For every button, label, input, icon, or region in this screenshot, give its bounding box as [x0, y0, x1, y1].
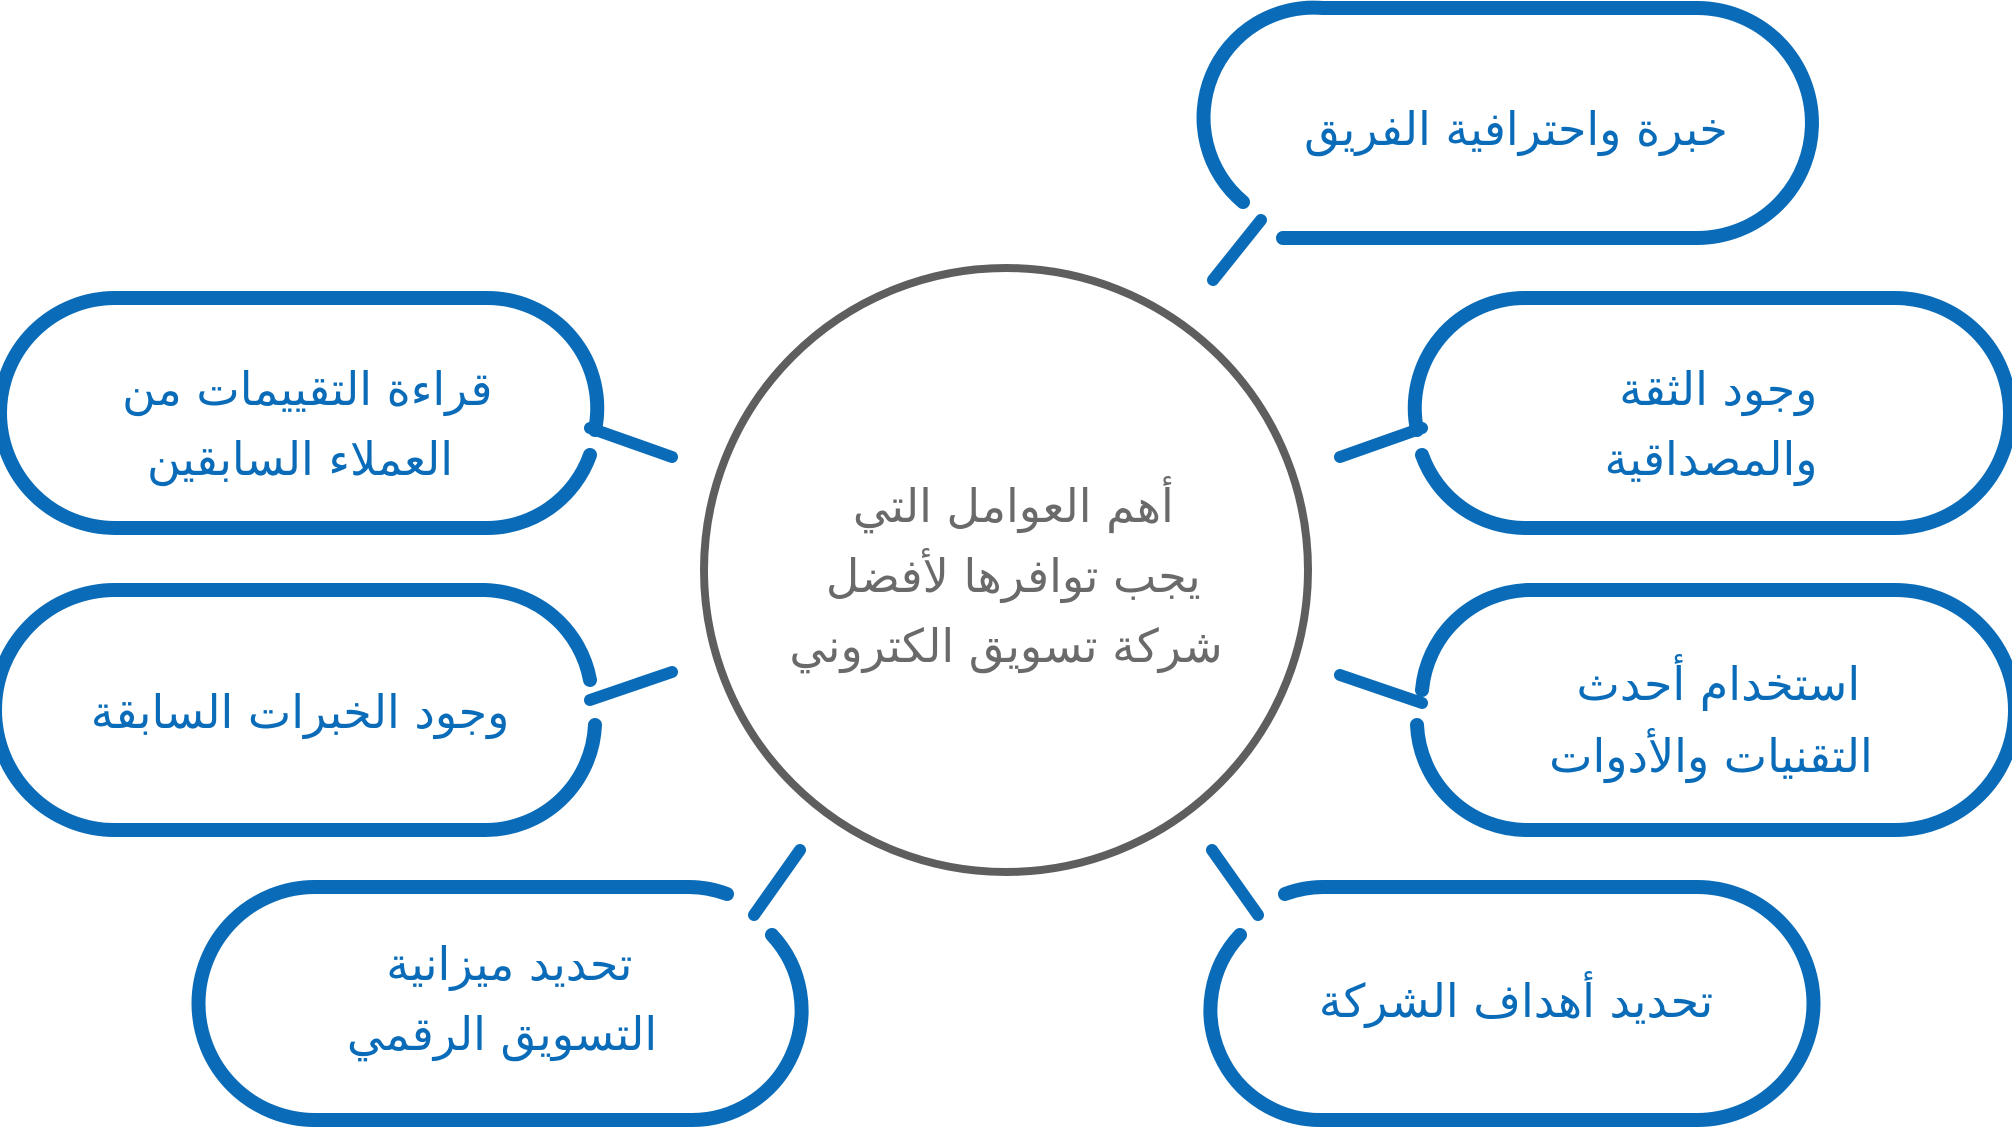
- center-title: أهم العوامل التي يجب توافرها لأفضل شركة …: [789, 476, 1222, 674]
- factor-trust-credibility: وجود الثقة والمصداقية: [1334, 290, 2012, 536]
- factor-team-expertise-label: خبرة واحترافية الفريق: [1304, 102, 1728, 157]
- factor-client-reviews: قراءة التقييمات من العملاء السابقين: [0, 290, 678, 536]
- factor-marketing-budget-bubble: [191, 880, 809, 1128]
- center-circle: [700, 264, 1312, 876]
- factor-previous-experience: وجود الخبرات السابقة: [0, 583, 678, 838]
- factor-company-goals-line-1: تحديد أهداف الشركة: [1319, 971, 1713, 1029]
- factor-trust-credibility-connector: [1334, 422, 1428, 463]
- factor-latest-tech-label: استخدام أحدث التقنيات والأدوات: [1549, 654, 1873, 784]
- factor-latest-tech-line-1: استخدام أحدث: [1577, 654, 1861, 711]
- center-title-line-3: شركة تسويق الكتروني: [789, 619, 1222, 674]
- factor-latest-tech-connector: [1334, 669, 1428, 709]
- factor-previous-experience-connector: [584, 666, 678, 706]
- factor-previous-experience-label: وجود الخبرات السابقة: [91, 685, 510, 740]
- factor-previous-experience-line-1: وجود الخبرات السابقة: [91, 685, 510, 740]
- factor-previous-experience-bubble: [0, 583, 602, 838]
- factor-latest-tech-line-2: التقنيات والأدوات: [1549, 727, 1873, 784]
- factor-marketing-budget-connector: [748, 844, 806, 921]
- factor-latest-tech-bubble: [1410, 583, 2012, 838]
- factor-latest-tech: استخدام أحدث التقنيات والأدوات: [1334, 583, 2012, 838]
- factor-client-reviews-line-2: العملاء السابقين: [147, 432, 453, 487]
- factor-client-reviews-connector: [584, 422, 678, 463]
- factor-team-expertise-bubble: [1196, 0, 1819, 245]
- factor-company-goals: تحديد أهداف الشركة: [1203, 844, 1821, 1128]
- factor-company-goals-label: تحديد أهداف الشركة: [1319, 971, 1713, 1029]
- factor-trust-credibility-line-1: وجود الثقة: [1619, 362, 1817, 417]
- factor-team-expertise-connector: [1207, 214, 1267, 286]
- factor-company-goals-bubble: [1203, 880, 1821, 1128]
- factor-team-expertise-line-1: خبرة واحترافية الفريق: [1304, 102, 1728, 157]
- center-title-line-2: يجب توافرها لأفضل: [826, 547, 1201, 604]
- factor-marketing-budget: تحديد ميزانية التسويق الرقمي: [191, 844, 809, 1128]
- factor-marketing-budget-line-2: التسويق الرقمي: [347, 1007, 657, 1062]
- center-title-line-1: أهم العوامل التي: [853, 476, 1174, 534]
- factor-trust-credibility-label: وجود الثقة والمصداقية: [1605, 362, 1818, 487]
- factor-client-reviews-line-1: قراءة التقييمات من: [122, 362, 492, 417]
- factor-trust-credibility-bubble: [1407, 290, 2012, 536]
- factor-team-expertise: خبرة واحترافية الفريق: [1196, 0, 1819, 286]
- factor-company-goals-connector: [1206, 844, 1264, 921]
- factor-marketing-budget-line-1: تحديد ميزانية: [386, 937, 632, 992]
- factor-trust-credibility-line-2: والمصداقية: [1605, 432, 1818, 487]
- factor-client-reviews-bubble: [0, 290, 605, 536]
- factor-marketing-budget-label: تحديد ميزانية التسويق الرقمي: [347, 937, 657, 1062]
- factor-client-reviews-label: قراءة التقييمات من العملاء السابقين: [107, 362, 492, 487]
